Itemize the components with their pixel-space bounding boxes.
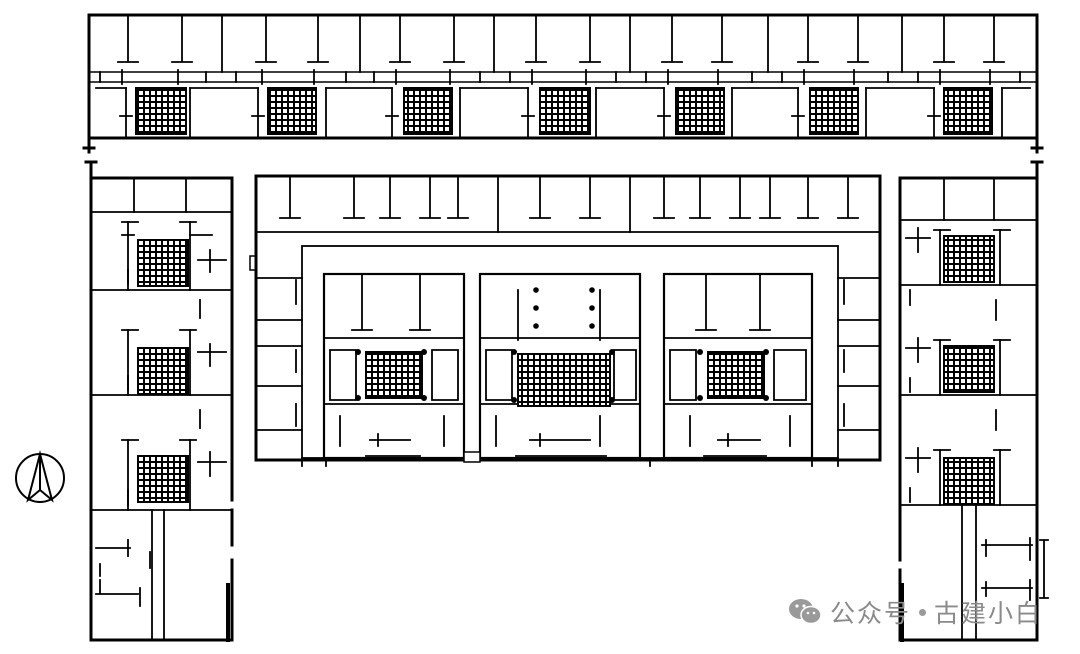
left-wing	[84, 160, 234, 642]
central-compound	[249, 174, 882, 467]
watermark-author-name: 古建小白	[933, 599, 1042, 628]
top-wing	[82, 13, 1044, 154]
watermark: 公众号 古建小白	[788, 594, 1042, 630]
watermark-account-label: 公众号	[829, 599, 911, 628]
right-wing	[898, 160, 1049, 642]
separator-dot	[918, 608, 926, 616]
north-arrow-icon	[15, 450, 65, 503]
wechat-icon	[788, 599, 822, 625]
